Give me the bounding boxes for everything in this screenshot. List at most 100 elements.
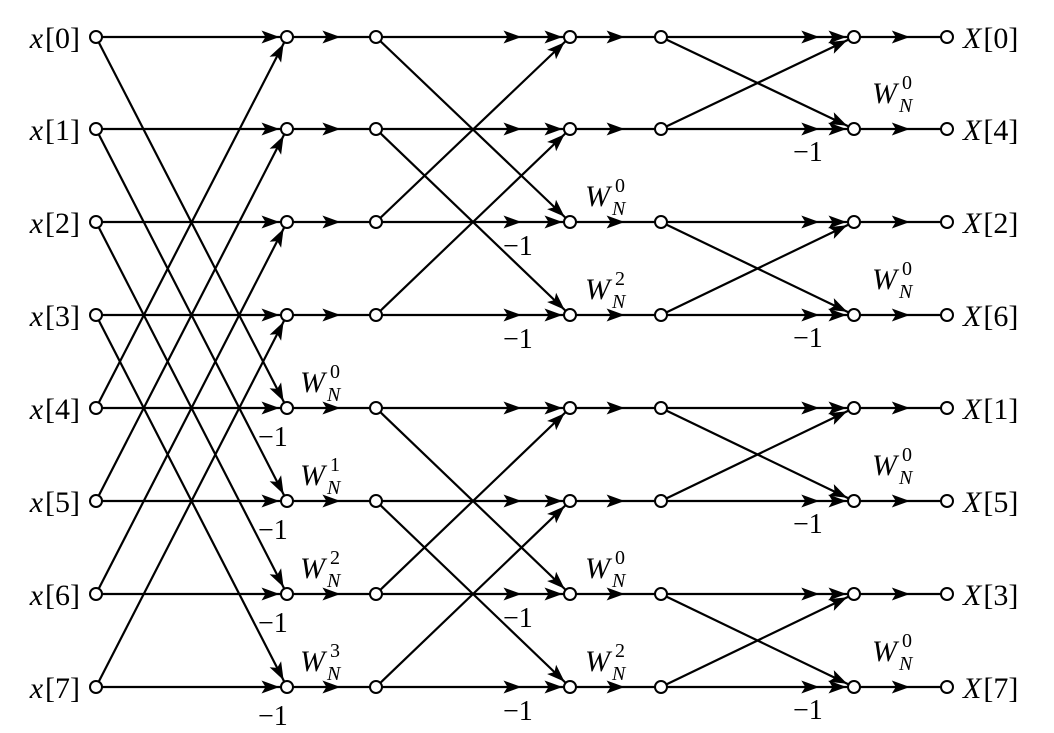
- output-label-6: X[3]: [962, 579, 1018, 612]
- node-c3-r1: [563, 122, 577, 136]
- wire-46: [375, 36, 571, 223]
- wire-14: [95, 221, 288, 595]
- arrowhead-72: [828, 597, 848, 611]
- arrowhead-37: [891, 587, 910, 601]
- svg-text:N: N: [326, 663, 342, 685]
- neg-stage3-1: −1: [793, 323, 823, 354]
- node-c5-r0: [847, 30, 861, 44]
- arrowhead-4: [269, 475, 284, 495]
- node-c2-r7: [369, 680, 383, 694]
- arrowhead-36: [606, 587, 625, 601]
- arrowhead-mid-47: [503, 308, 522, 322]
- node-c3-r2: [563, 215, 577, 229]
- node-c6-r4: [940, 401, 954, 415]
- arrowhead-32: [322, 494, 341, 508]
- node-c5-r5: [847, 494, 861, 508]
- input-label-6: x[6]: [29, 579, 80, 612]
- arrowhead-13: [261, 587, 280, 601]
- node-c4-r2: [654, 215, 668, 229]
- output-label-3: X[6]: [962, 300, 1018, 333]
- neg-stage2-3: −1: [503, 696, 533, 727]
- arrowhead-mid-67: [801, 494, 820, 508]
- arrowhead-58: [828, 112, 848, 126]
- svg-text:W: W: [872, 635, 900, 668]
- svg-text:N: N: [898, 467, 914, 489]
- arrowhead-54: [547, 413, 565, 431]
- arrowhead-71: [828, 680, 847, 694]
- arrowhead-33: [606, 494, 625, 508]
- arrowhead-23: [322, 215, 341, 229]
- svg-text:W: W: [585, 273, 613, 306]
- arrowhead-3: [261, 122, 280, 136]
- output-label-4: X[1]: [962, 393, 1018, 426]
- node-c6-r6: [940, 587, 954, 601]
- node-c5-r7: [847, 680, 861, 694]
- arrowheads: [261, 30, 910, 694]
- node-c1-r4: [280, 401, 294, 415]
- arrowhead-mid-53: [503, 587, 522, 601]
- neg-stage3-2: −1: [793, 509, 823, 540]
- input-label-5: x[5]: [29, 486, 80, 519]
- svg-text:0: 0: [902, 630, 912, 652]
- arrowhead-67: [828, 494, 847, 508]
- svg-text:W: W: [585, 645, 613, 678]
- arrowhead-14: [269, 228, 284, 248]
- neg-stage3-3: −1: [793, 695, 823, 726]
- svg-text:2: 2: [330, 547, 340, 569]
- arrowhead-61: [828, 215, 847, 229]
- arrowhead-41: [544, 30, 563, 44]
- node-c4-r7: [654, 680, 668, 694]
- arrowhead-29: [322, 401, 341, 415]
- svg-text:0: 0: [330, 361, 340, 383]
- node-c6-r3: [940, 308, 954, 322]
- arrowhead-34: [891, 494, 910, 508]
- node-c3-r4: [563, 401, 577, 415]
- wire-48: [375, 128, 571, 316]
- arrowhead-42: [547, 199, 565, 217]
- output-label-2: X[2]: [962, 207, 1018, 240]
- arrowhead-18: [606, 30, 625, 44]
- arrowhead-22: [891, 122, 910, 136]
- node-c3-r0: [563, 30, 577, 44]
- arrowhead-45: [544, 215, 563, 229]
- arrowhead-39: [606, 680, 625, 694]
- arrowhead-38: [322, 680, 341, 694]
- node-c4-r0: [654, 30, 668, 44]
- svg-text:1: 1: [330, 454, 340, 476]
- wire-12: [95, 128, 288, 502]
- neg-stage2-2: −1: [503, 603, 533, 634]
- wire-54: [375, 407, 571, 595]
- arrowhead-9: [261, 401, 280, 415]
- node-c5-r6: [847, 587, 861, 601]
- node-c1-r7: [280, 680, 294, 694]
- svg-text:N: N: [611, 663, 627, 685]
- arrowhead-31: [891, 401, 910, 415]
- neg-stage1-1: −1: [258, 515, 288, 546]
- node-c4-r3: [654, 308, 668, 322]
- arrowhead-mid-69: [801, 587, 820, 601]
- arrowhead-mid-49: [503, 401, 522, 415]
- node-c1-r1: [280, 122, 294, 136]
- arrowhead-40: [891, 680, 910, 694]
- arrowhead-mid-71: [801, 680, 820, 694]
- arrowhead-46: [547, 42, 565, 60]
- svg-text:2: 2: [615, 640, 625, 662]
- input-label-3: x[3]: [29, 300, 80, 333]
- input-label-1: x[1]: [29, 114, 80, 147]
- arrowhead-70: [828, 670, 848, 684]
- svg-text:W: W: [872, 77, 900, 110]
- arrowhead-11: [261, 494, 280, 508]
- node-c6-r2: [940, 215, 954, 229]
- svg-text:N: N: [611, 291, 627, 313]
- output-label-1: X[4]: [962, 114, 1018, 147]
- arrowhead-7: [261, 308, 280, 322]
- node-c0-r4: [89, 401, 103, 415]
- neg-stage1-0: −1: [258, 422, 288, 453]
